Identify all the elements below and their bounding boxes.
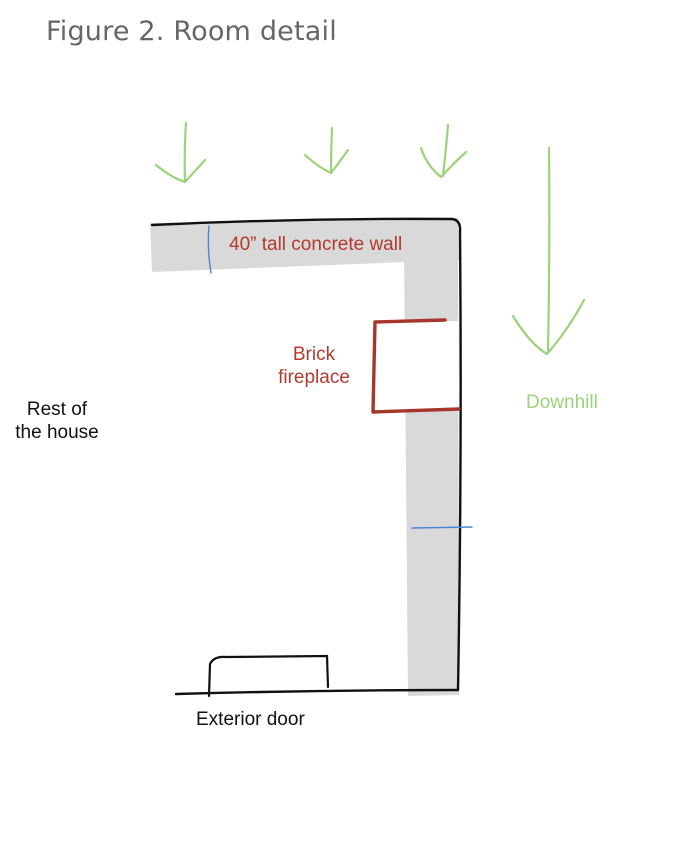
top-concrete-wall xyxy=(150,218,459,272)
arrow-down-icon xyxy=(154,121,207,184)
fireplace-label-line2: fireplace xyxy=(278,367,350,388)
arrow-down-icon xyxy=(303,126,350,175)
blue-markers xyxy=(207,225,473,529)
door-outline xyxy=(207,654,330,698)
downhill-arrows xyxy=(154,121,586,356)
right-wall-line xyxy=(456,230,462,692)
fireplace-outline xyxy=(371,318,461,414)
side-concrete-wall xyxy=(404,250,459,696)
concrete-walls xyxy=(150,218,459,696)
bottom-wall-line xyxy=(174,688,460,696)
arrow-down-icon xyxy=(511,146,586,356)
exterior-door-label-text: Exterior door xyxy=(196,709,305,730)
wall-label: 40” tall concrete wall xyxy=(229,233,402,256)
room-outline xyxy=(150,217,462,696)
rest-of-house-line1: Rest of xyxy=(26,399,88,420)
top-wall-marker xyxy=(207,225,212,274)
figure-title: Figure 2. Room detail xyxy=(46,16,337,47)
rest-of-house-line2: the house xyxy=(15,422,99,443)
fireplace-interior xyxy=(376,321,459,411)
fireplace-label-line1: Brick xyxy=(292,344,336,365)
exterior-door xyxy=(207,654,330,698)
arrow-down-icon xyxy=(419,123,468,179)
downhill-label-text: Downhill xyxy=(526,392,598,413)
rest-of-house-label: Rest of the house xyxy=(6,398,108,444)
fireplace-label: Brick fireplace xyxy=(268,343,360,389)
top-wall-line xyxy=(150,217,462,234)
exterior-door-label: Exterior door xyxy=(196,708,305,731)
downhill-label: Downhill xyxy=(526,391,598,414)
wall-label-text: 40” tall concrete wall xyxy=(229,234,403,255)
side-wall-marker xyxy=(411,526,473,529)
